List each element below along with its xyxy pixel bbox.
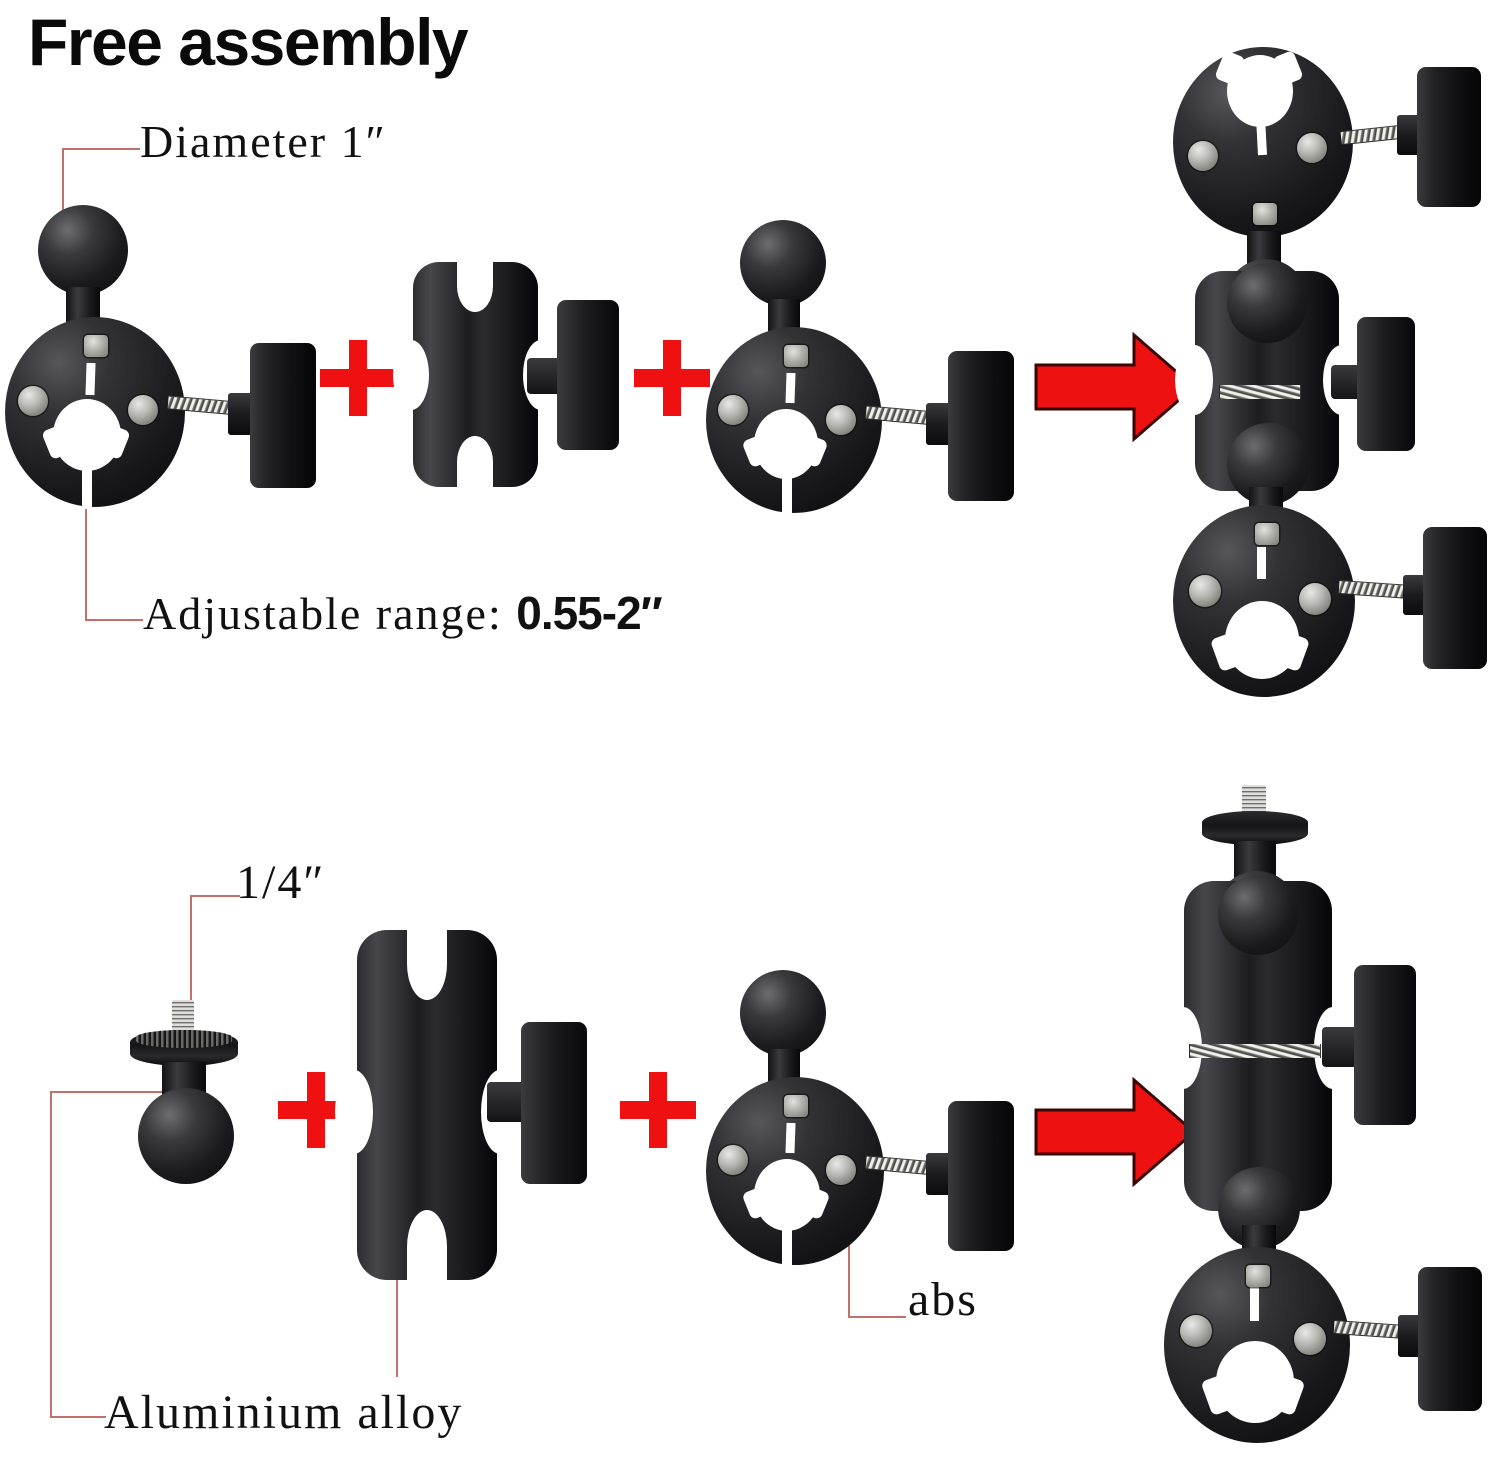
arm-waist-left [335, 1070, 373, 1154]
clamp-jaw-split-upper [785, 372, 796, 404]
adapter-disc-ribs [136, 1030, 232, 1048]
clamp-rivet-right [128, 395, 158, 425]
clamp-jaw-split-lower [782, 1217, 792, 1265]
lower-clamp-pivot-screw [1246, 1265, 1270, 1287]
clamp-knob [228, 343, 328, 488]
assembly-arm-waist-left [1175, 345, 1213, 415]
leader-adjustable-vertical [85, 448, 87, 621]
assembly-arm-screw [1219, 385, 1301, 399]
knob-cap [1423, 527, 1487, 669]
ball-head [740, 970, 826, 1056]
adjustable-prefix-text: Adjustable range: [143, 588, 517, 639]
lower-clamp-knob [1403, 527, 1500, 669]
callout-thread-label: 1/4″ [236, 856, 326, 909]
callout-aluminium-label: Aluminium alloy [104, 1386, 464, 1439]
clamp-jaw-split-upper [785, 1122, 796, 1154]
clamp-pivot-screw [784, 1095, 808, 1117]
leader-diameter-vertical [62, 148, 64, 238]
assembly-adapter-disc [1202, 811, 1308, 845]
arm-socket-bottom [407, 1210, 447, 1284]
operator-plus-4 [620, 1072, 696, 1148]
adapter-ball [138, 1088, 234, 1184]
arm-knob-cap [521, 1022, 587, 1184]
lower-clamp-rivet-left [1189, 575, 1221, 607]
clamp-rivet-left [718, 395, 748, 425]
leader-aluminium-from-adapter-vertical [50, 1091, 52, 1418]
page-title: Free assembly [28, 5, 469, 79]
upper-clamp-rivet-right [1297, 133, 1327, 163]
arm-socket-top [457, 260, 493, 312]
leader-adjustable-horizontal [85, 619, 143, 621]
leader-aluminium-join-horizontal [50, 1416, 106, 1418]
arm-knob-cap [557, 300, 619, 450]
part-socket-arm-bottom [335, 928, 605, 1284]
assembly-arm-screw [1189, 1044, 1321, 1058]
callout-abs-label: abs [908, 1273, 978, 1326]
lower-clamp-pivot-screw [1255, 523, 1279, 545]
assembly-upper-ball-front [1218, 875, 1298, 955]
upper-clamp-knob [1397, 67, 1497, 207]
clamp-jaw-split-upper [85, 362, 96, 396]
assembly-arm-knob-cap [1357, 317, 1415, 451]
upper-clamp-rivet-left [1188, 141, 1218, 171]
adjustable-value-text: 0.55-2″ [516, 587, 662, 639]
stud-thread [172, 1000, 194, 1034]
part-clamp-ball-top-right [700, 215, 1030, 535]
part-clamp-ball-bottom [700, 965, 1030, 1285]
arm-socket-top [407, 928, 447, 1000]
clamp-pivot-screw [784, 345, 808, 367]
leader-abs-vertical [848, 1200, 850, 1318]
clamp-rivet-right [826, 1155, 856, 1185]
leader-abs-horizontal [848, 1316, 906, 1318]
lower-clamp-knob [1398, 1267, 1498, 1411]
upper-captured-ball-front [1227, 263, 1307, 343]
knob-cap [1417, 67, 1481, 207]
leader-thread-horizontal [190, 895, 240, 897]
callout-adjustable-label: Adjustable range: 0.55-2″ [143, 586, 663, 640]
arm-waist-left [393, 340, 429, 410]
clamp-knob [926, 351, 1026, 501]
lower-clamp-rivet-left [1180, 1315, 1212, 1347]
upper-clamp-pivot-screw [1253, 203, 1277, 225]
lower-clamp-rivet-right [1299, 583, 1331, 615]
clamp-knob [926, 1101, 1026, 1251]
upper-clamp-jaw-split [1256, 116, 1267, 156]
clamp-rivet-right [826, 405, 856, 435]
knob-cap [948, 1101, 1014, 1251]
operator-arrow-top [1034, 331, 1197, 443]
part-clamp-ball-top-left [0, 195, 330, 525]
clamp-jaw-split-lower [82, 459, 92, 509]
clamp-pivot-screw [84, 335, 108, 357]
operator-arrow-bottom [1034, 1076, 1197, 1188]
assembly-double-clamp [1145, 35, 1487, 697]
operator-plus-1 [320, 340, 396, 416]
leader-aluminium-from-adapter-horizontal [50, 1091, 172, 1093]
assembly-arm-knob-cap [1354, 965, 1416, 1125]
ball-head [38, 205, 128, 295]
arm-socket-bottom [457, 436, 493, 488]
knob-cap [948, 351, 1014, 501]
knob-cap [1418, 1267, 1482, 1411]
lower-clamp-jaw-split-upper [1250, 1287, 1259, 1321]
callout-diameter-label: Diameter 1″ [140, 116, 387, 167]
operator-plus-2 [634, 340, 710, 416]
clamp-rivet-left [718, 1145, 748, 1175]
ball-head [740, 220, 826, 306]
lower-clamp-jaw-split-upper [1257, 547, 1266, 579]
assembly-camera-mount [1150, 785, 1490, 1465]
clamp-rivet-left [18, 386, 48, 416]
leader-thread-vertical [190, 895, 192, 1020]
part-quarter-inch-ball-adapter [110, 1000, 290, 1215]
clamp-jaw-split-lower [782, 465, 792, 513]
lower-clamp-rivet-right [1294, 1323, 1326, 1355]
leader-diameter-horizontal [62, 148, 140, 150]
knob-cap [250, 343, 316, 488]
part-socket-arm-top [393, 260, 635, 488]
assembly-stud-thread [1242, 785, 1266, 815]
